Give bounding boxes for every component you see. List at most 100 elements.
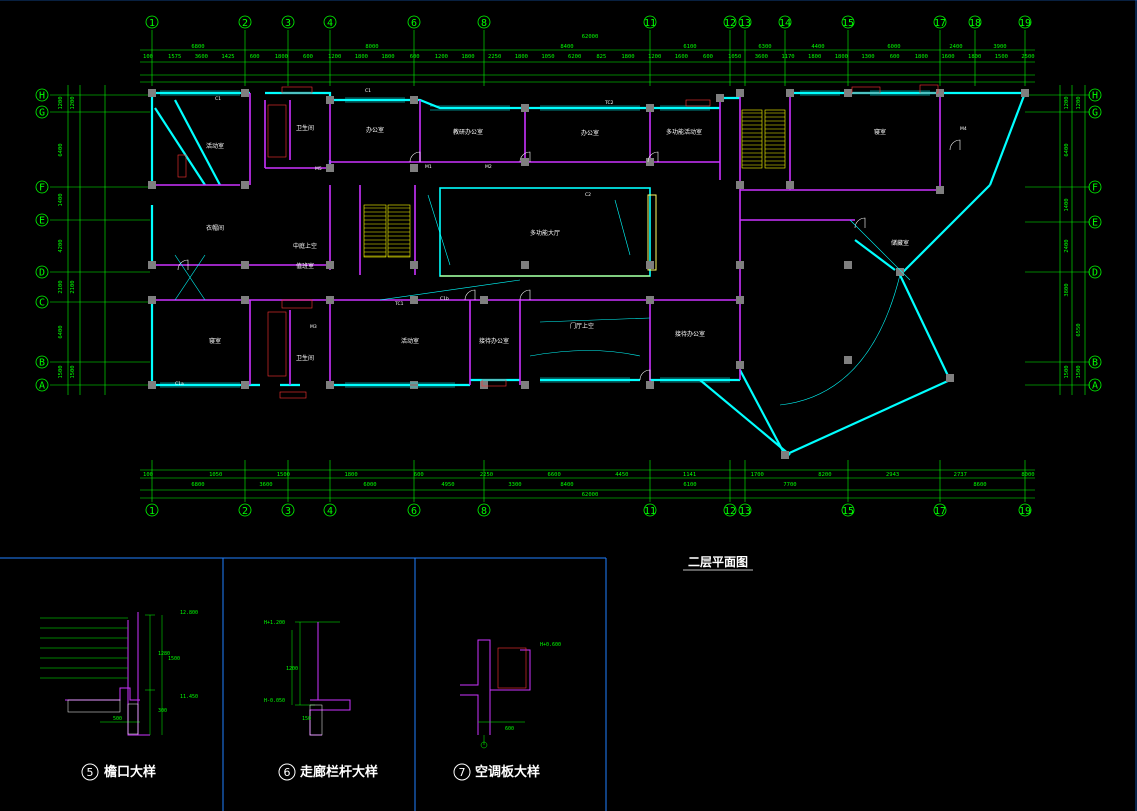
room-label-r-reception: 接待办公室 bbox=[675, 330, 705, 338]
axis-label-top: 11 bbox=[644, 18, 656, 29]
detail-5: 12.800 11.450 1280 1500 300 500 5 檐口大样 bbox=[40, 610, 198, 781]
dim-bottom-row1: 600 bbox=[414, 472, 424, 478]
axis-bubble-bottom bbox=[323, 503, 337, 517]
leaders bbox=[174, 194, 911, 406]
axis-label-top: 13 bbox=[739, 18, 751, 29]
dim-top-row1: 6100 bbox=[683, 44, 696, 50]
detail5-elev-2: 11.450 bbox=[180, 694, 198, 700]
dim-left: 2100 bbox=[58, 280, 64, 293]
axis-bubble-left bbox=[35, 213, 49, 227]
dim-left: 1500 bbox=[58, 365, 64, 378]
dim-top-row1: 6300 bbox=[758, 44, 771, 50]
dim-right: 6400 bbox=[1064, 143, 1070, 156]
detail7-elev-1: H+0.600 bbox=[540, 642, 561, 648]
axis-label-left: B bbox=[39, 358, 45, 369]
axis-label-left: F bbox=[39, 183, 45, 194]
axis-bubble-top bbox=[1018, 15, 1032, 29]
dim-top-row2: 1800 bbox=[915, 54, 928, 60]
column bbox=[410, 96, 418, 104]
door-swing bbox=[949, 139, 961, 151]
axis-label-top: 1 bbox=[149, 18, 155, 29]
detail5-number: 5 bbox=[87, 766, 94, 779]
dim-bottom-row1: 6600 bbox=[548, 472, 561, 478]
detail5-dim-2: 1500 bbox=[168, 656, 180, 662]
column bbox=[326, 164, 334, 172]
dim-top-row2: 6200 bbox=[568, 54, 581, 60]
door-swing bbox=[519, 289, 531, 301]
dim-top-row2: 1050 bbox=[541, 54, 554, 60]
dim-left: 1200 bbox=[58, 96, 64, 109]
detail5-dim-1: 1280 bbox=[158, 651, 170, 657]
room-label-r-office1: 办公室 bbox=[366, 126, 384, 134]
room-labels: 活动室卫生间值班室办公室教研办公室办公室多功能活动室寝室衣帽间中庭上空多功能大厅… bbox=[206, 124, 909, 362]
detail-7: H+0.600 600 7 空调板大样 bbox=[453, 639, 561, 781]
dim-bottom-row1: 1141 bbox=[683, 472, 696, 478]
dim-top-row2: 1600 bbox=[941, 54, 954, 60]
axis-label-bottom: 19 bbox=[1019, 506, 1031, 517]
code-label: M2 bbox=[485, 164, 492, 170]
column bbox=[326, 261, 334, 269]
door-swing bbox=[639, 369, 651, 381]
code-label: C1 bbox=[215, 96, 221, 102]
windows bbox=[160, 90, 930, 388]
axis-label-bottom: 15 bbox=[842, 506, 854, 517]
code-label: M3 bbox=[310, 324, 317, 330]
doors bbox=[177, 139, 961, 381]
column bbox=[844, 261, 852, 269]
dim-top-row2: 1800 bbox=[515, 54, 528, 60]
axis-label-top: 19 bbox=[1019, 18, 1031, 29]
columns bbox=[148, 89, 1029, 459]
column bbox=[736, 261, 744, 269]
column bbox=[781, 451, 789, 459]
axis-bubble-bottom bbox=[738, 503, 752, 517]
dim-left: 4200 bbox=[58, 239, 64, 252]
dim-top-row2: 600 bbox=[303, 54, 313, 60]
detail5-dim-3: 300 bbox=[158, 708, 167, 714]
column bbox=[480, 296, 488, 304]
axis-label-right: H bbox=[1092, 91, 1098, 102]
code-label: C2 bbox=[585, 192, 591, 198]
axis-bubble-right bbox=[1088, 378, 1102, 392]
door-swing bbox=[177, 259, 189, 271]
column bbox=[410, 381, 418, 389]
column bbox=[1021, 89, 1029, 97]
drawing-title: 二层平面图 bbox=[688, 555, 748, 569]
detail6-dim-2: 150 bbox=[302, 716, 311, 722]
dim-top-row2: 1500 bbox=[995, 54, 1008, 60]
detail6-title: 走廊栏杆大样 bbox=[300, 764, 378, 780]
axis-bubble-top bbox=[968, 15, 982, 29]
dim-top-row2: 600 bbox=[410, 54, 420, 60]
dim-top-row2: 1800 bbox=[835, 54, 848, 60]
dim-right: 1500 bbox=[1064, 365, 1070, 378]
dim-bottom-row1: 1700 bbox=[751, 472, 764, 478]
column bbox=[148, 381, 156, 389]
dim-top-row2: 1600 bbox=[675, 54, 688, 60]
dim-right: 3800 bbox=[1064, 283, 1070, 296]
code-label: M5 bbox=[315, 166, 322, 172]
detail6-dim-1: 1200 bbox=[286, 666, 298, 672]
axis-bubble-top bbox=[643, 15, 657, 29]
dimension-lines bbox=[50, 30, 1090, 502]
dim-left: 6400 bbox=[58, 143, 64, 156]
detail5-bubble bbox=[81, 763, 99, 781]
room-label-r-toilet-bot: 卫生间 bbox=[296, 354, 314, 362]
dim-bottom-row2: 8400 bbox=[560, 482, 573, 488]
door-swing bbox=[647, 151, 659, 163]
dim-bottom-row1: 2943 bbox=[886, 472, 899, 478]
column bbox=[326, 96, 334, 104]
column bbox=[936, 186, 944, 194]
room-label-r-atrium: 中庭上空 bbox=[293, 242, 317, 250]
room-label-r-storage-e: 储藏室 bbox=[891, 239, 909, 247]
door-swing bbox=[464, 289, 476, 301]
dim-top-row1: 6800 bbox=[191, 44, 204, 50]
detail7-dim-1: 600 bbox=[505, 726, 514, 732]
axis-label-right: B bbox=[1092, 358, 1098, 369]
total-dim-bottom: 62000 bbox=[582, 492, 599, 498]
dim-left: 2100 bbox=[70, 280, 76, 293]
axis-label-bottom: 4 bbox=[327, 506, 333, 517]
dim-right: 1200 bbox=[1064, 96, 1070, 109]
axis-label-right: F bbox=[1092, 183, 1098, 194]
axis-label-top: 12 bbox=[724, 18, 736, 29]
axis-bubble-left bbox=[35, 378, 49, 392]
